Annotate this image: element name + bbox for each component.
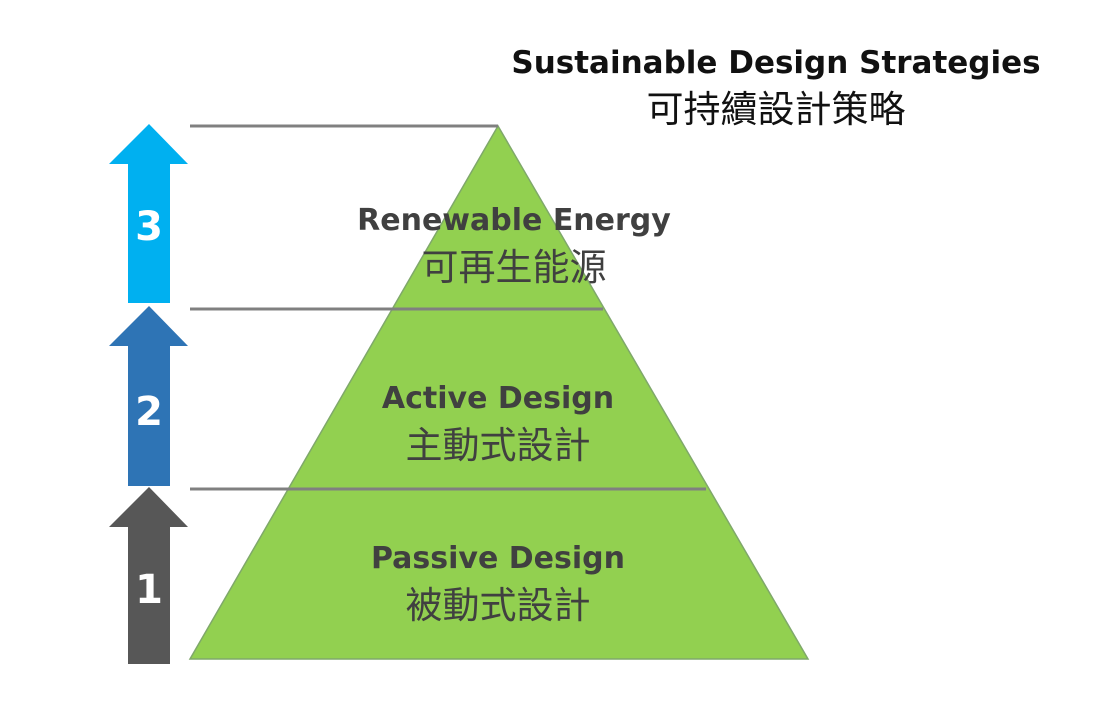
pyramid [188,124,810,660]
level-1-label-zh: 被動式設計 [406,584,591,627]
arrow-level-2 [109,306,188,486]
level-3-label-zh: 可再生能源 [422,246,607,289]
arrow-number-3: 3 [135,204,163,250]
level-1-label-en: Passive Design [371,541,625,576]
level-3-label-en: Renewable Energy [357,203,671,238]
arrow-number-2: 2 [135,389,163,435]
level-2-label-zh: 主動式設計 [406,424,591,467]
arrow-level-1 [109,487,188,664]
diagram-title-zh: 可持續設計策略 [647,88,906,131]
level-2-label-en: Active Design [382,381,614,416]
arrow-level-3 [109,124,188,303]
diagram-title-en: Sustainable Design Strategies [511,45,1040,81]
arrow-number-1: 1 [135,567,163,613]
